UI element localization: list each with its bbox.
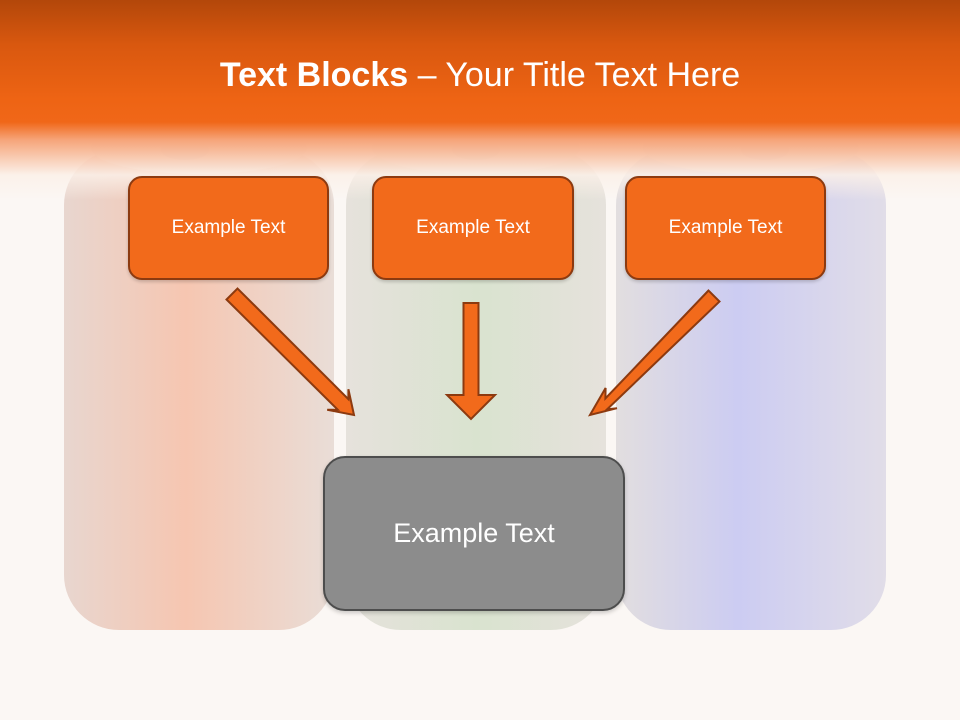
text-block-left-label: Example Text bbox=[171, 217, 286, 238]
text-block-middle-label: Example Text bbox=[416, 217, 530, 238]
text-block-middle[interactable]: Example Text bbox=[372, 176, 574, 280]
title-bold-text: Text Blocks bbox=[219, 56, 409, 94]
title-banner bbox=[0, 0, 960, 200]
title-separator: – bbox=[408, 56, 446, 94]
arrow-right-down-left bbox=[587, 289, 721, 417]
text-block-right-label: Example Text bbox=[668, 217, 783, 238]
center-text-block[interactable]: Example Text bbox=[323, 456, 625, 611]
slide-title: Text Blocks – Your Title Text Here bbox=[0, 56, 960, 95]
text-block-right[interactable]: Example Text bbox=[625, 176, 826, 280]
arrow-left-down-right bbox=[225, 287, 356, 417]
center-text-block-label: Example Text bbox=[393, 518, 555, 548]
arrow-middle-down bbox=[444, 302, 498, 421]
title-regular-text: Your Title Text Here bbox=[445, 56, 741, 94]
text-block-left[interactable]: Example Text bbox=[128, 176, 329, 280]
